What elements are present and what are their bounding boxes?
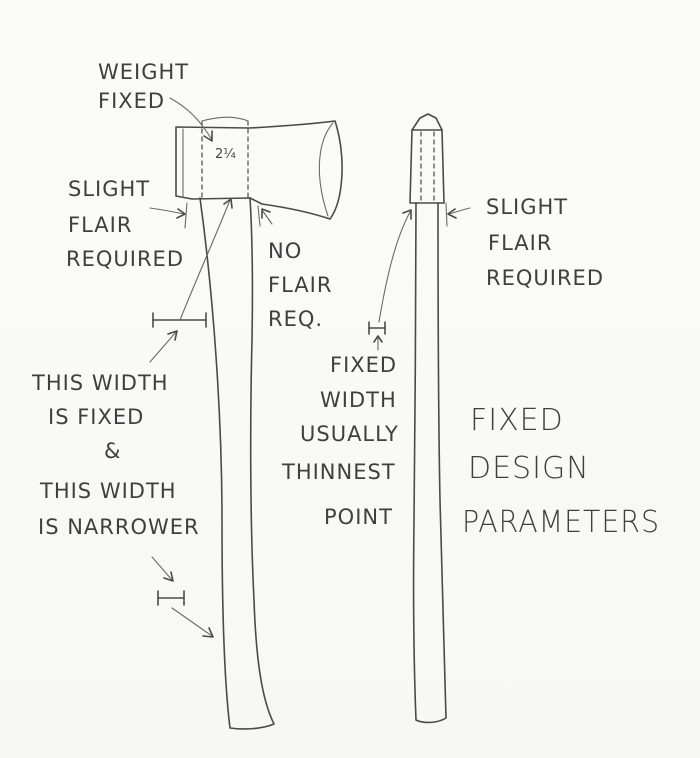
front-head-body: [409, 129, 445, 204]
weight-arrowhead: [203, 130, 213, 142]
no-flair-line-3: REQ.: [268, 307, 323, 331]
flair-right-arrowhead: [447, 208, 457, 219]
fixed-width-line-5: POINT: [324, 505, 393, 529]
flair-left-arrowhead: [176, 208, 186, 219]
width-lower-leader-a: [151, 556, 173, 581]
width-note-label: THIS WIDTH IS FIXED & THIS WIDTH IS NARR…: [31, 371, 200, 539]
width-note-arrowhead: [167, 330, 178, 341]
fixed-width-line-2: WIDTH: [320, 388, 397, 412]
front-head-top: [411, 113, 443, 131]
fixed-width-line-4: THINNEST: [281, 460, 396, 484]
flair-left-line-1: SLIGHT: [68, 177, 150, 201]
no-flair-line-1: NO: [268, 239, 302, 263]
flair-left-line-3: REQUIRED: [66, 247, 184, 271]
right-annotations: [368, 202, 471, 351]
left-annotations: [149, 97, 273, 638]
flair-right-line-3: REQUIRED: [486, 266, 604, 290]
width-upper-arrowhead: [223, 198, 233, 209]
no-flair-label: NO FLAIR REQ.: [268, 239, 332, 331]
flair-left-line-2: FLAIR: [68, 213, 132, 237]
width-note-line-1: THIS WIDTH: [31, 371, 169, 395]
width-note-line-4: THIS WIDTH: [39, 479, 177, 503]
weight-fixed-line-1: WEIGHT: [98, 60, 189, 84]
weight-fixed-line-2: FIXED: [98, 89, 165, 113]
flair-right-arrow: [448, 207, 471, 215]
flair-right-tick: [445, 202, 448, 227]
weight-arrow: [169, 97, 213, 141]
axe-front-view: [409, 113, 447, 724]
fixed-width-note-arrowhead: [373, 335, 383, 343]
width-note-line-5: IS NARROWER: [38, 515, 200, 539]
fixed-width-label: FIXED WIDTH USUALLY THINNEST POINT: [281, 353, 399, 529]
width-upper-leader: [179, 199, 231, 321]
no-flair-tick: [257, 205, 261, 227]
flair-right-line-1: SLIGHT: [486, 195, 568, 219]
width-note-line-3: &: [104, 439, 121, 463]
title-line-3: PARAMETERS: [462, 505, 660, 540]
flair-right-label: SLIGHT FLAIR REQUIRED: [486, 195, 604, 290]
axe-eye-top: [201, 116, 249, 122]
width-note-line-2: IS FIXED: [48, 405, 144, 429]
axe-head-outline: [175, 120, 343, 220]
title-line-2: DESIGN: [468, 451, 590, 486]
axe-bit-curve: [318, 122, 334, 217]
fixed-width-line-3: USUALLY: [300, 422, 399, 446]
flair-left-label: SLIGHT FLAIR REQUIRED: [66, 177, 184, 271]
fixed-width-leader: [378, 211, 411, 323]
title-label: FIXED DESIGN PARAMETERS: [462, 403, 660, 540]
flair-left-tick: [184, 202, 188, 229]
width-note-leader: [149, 331, 177, 363]
fixed-width-line-1: FIXED: [330, 353, 397, 377]
no-flair-arrowhead: [261, 208, 271, 219]
axe-side-view: [175, 116, 343, 730]
no-flair-arrow: [261, 209, 273, 225]
flair-left-arrow: [149, 207, 185, 215]
width-lower-arrowhead-b: [202, 627, 214, 638]
title-line-1: FIXED: [470, 403, 564, 438]
front-handle-outline: [412, 202, 447, 724]
width-lower-leader-b: [171, 607, 213, 637]
width-lower-arrowhead-a: [163, 571, 174, 582]
no-flair-line-2: FLAIR: [268, 273, 332, 297]
axe-handle-outline: [199, 197, 275, 730]
flair-right-line-2: FLAIR: [488, 231, 552, 255]
fixed-width-arrowhead: [402, 209, 412, 220]
head-weight-mark: 2¼: [215, 147, 236, 162]
weight-fixed-label: WEIGHT FIXED: [98, 60, 189, 113]
